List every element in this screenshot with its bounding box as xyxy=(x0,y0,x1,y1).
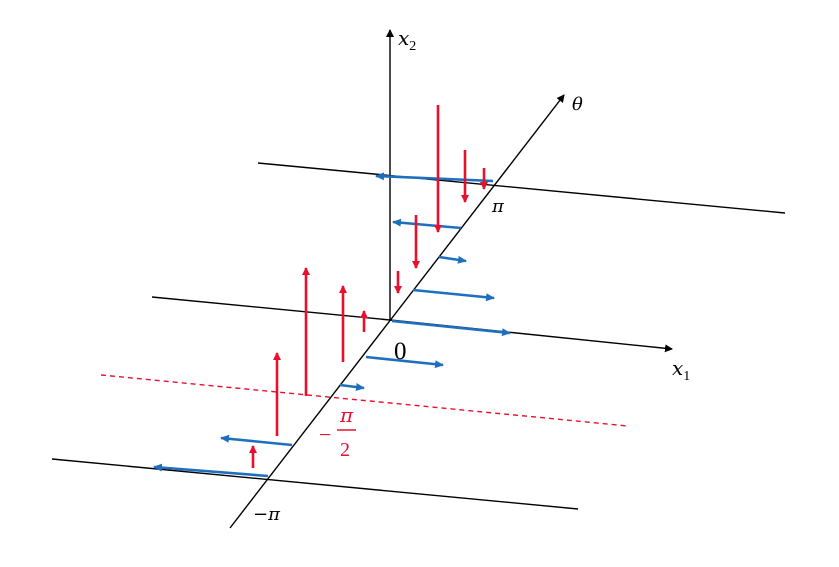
blue-arrow xyxy=(153,463,269,478)
neg-half-pi-denominator: 2 xyxy=(340,439,350,461)
blue-arrow xyxy=(412,288,495,302)
slice-line-neg-pi xyxy=(51,458,579,510)
x1-axis-label: x1 xyxy=(672,356,690,384)
theta-axis-label: θ xyxy=(572,94,583,115)
red-arrows xyxy=(249,105,488,468)
theta-tick-neg-pi: −π xyxy=(253,504,281,525)
theta-axis xyxy=(229,94,565,529)
x2-axis-label: x2 xyxy=(398,26,416,54)
neg-half-pi-numerator: π xyxy=(339,403,354,427)
theta-tick-neg-half-pi: − π 2 xyxy=(319,403,356,461)
blue-arrow xyxy=(392,218,462,230)
blue-arrow xyxy=(375,172,494,183)
blue-arrows xyxy=(153,172,511,478)
neg-half-pi-sign: − xyxy=(319,422,331,447)
slice-line-pi xyxy=(257,162,786,214)
slice-line-neg-half-pi xyxy=(100,374,629,427)
origin-label: 0 xyxy=(394,338,407,365)
blue-arrow xyxy=(391,319,511,337)
theta-tick-pi: π xyxy=(491,196,505,217)
blue-arrow xyxy=(220,434,293,447)
blue-arrow xyxy=(438,255,467,264)
blue-arrow xyxy=(365,355,444,369)
slice-line-zero xyxy=(151,296,391,321)
blue-arrow xyxy=(339,383,365,391)
